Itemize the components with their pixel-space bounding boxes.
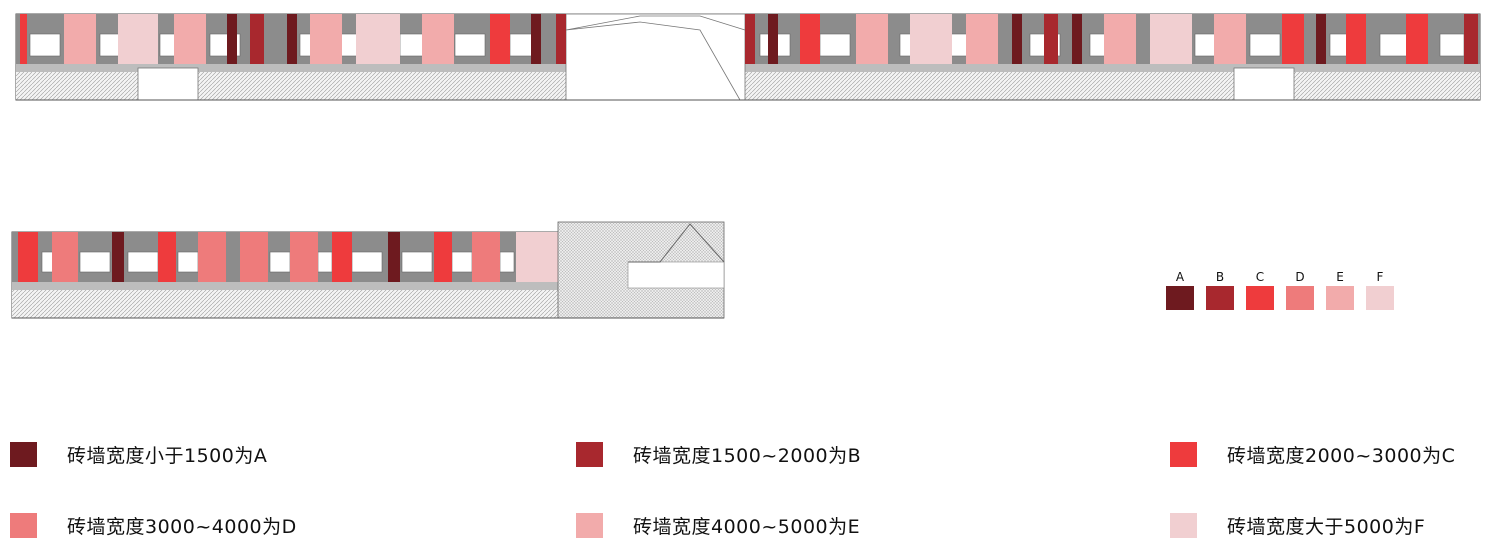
swatch-key: A B C D E F [1166, 270, 1394, 310]
swatch-d: D [1286, 270, 1314, 310]
legend-swatch [1170, 513, 1197, 538]
swatch-color [1246, 286, 1274, 310]
legend-item-b: 砖墙宽度1500~2000为B [576, 441, 861, 468]
legend-label: 砖墙宽度大于5000为F [1227, 516, 1426, 538]
legend-item-d: 砖墙宽度3000~4000为D [10, 512, 297, 539]
swatch-b: B [1206, 270, 1234, 310]
swatch-letter: D [1295, 270, 1305, 284]
legend-label: 砖墙宽度1500~2000为B [633, 445, 862, 467]
swatch-letter: B [1215, 270, 1225, 284]
legend-swatch [576, 513, 603, 538]
legend-item-e: 砖墙宽度4000~5000为E [576, 512, 860, 539]
legend-item-f: 砖墙宽度大于5000为F [1170, 512, 1425, 539]
swatch-color [1166, 286, 1194, 310]
bottom-elevation [11, 221, 725, 319]
swatch-letter: A [1175, 270, 1185, 284]
swatch-letter: E [1336, 270, 1344, 284]
facade-elevation-drawing [11, 13, 1481, 319]
swatch-c: C [1246, 270, 1274, 310]
swatch-letter: F [1376, 270, 1384, 284]
swatch-color [1286, 286, 1314, 310]
legend-swatch [576, 442, 603, 467]
legend-swatch [10, 513, 37, 538]
legend-swatch [10, 442, 37, 467]
swatch-f: F [1366, 270, 1394, 310]
legend-item-c: 砖墙宽度2000~3000为C [1170, 441, 1455, 468]
legend-label: 砖墙宽度3000~4000为D [67, 516, 297, 538]
legend-swatch [1170, 442, 1197, 467]
legend-item-a: 砖墙宽度小于1500为A [10, 441, 267, 468]
top-elevation [15, 13, 1481, 101]
swatch-e: E [1326, 270, 1354, 310]
swatch-color [1206, 286, 1234, 310]
swatch-letter: C [1255, 270, 1265, 284]
legend-label: 砖墙宽度小于1500为A [67, 445, 268, 467]
legend-label: 砖墙宽度4000~5000为E [633, 516, 861, 538]
swatch-color [1366, 286, 1394, 310]
swatch-a: A [1166, 270, 1194, 310]
legend-label: 砖墙宽度2000~3000为C [1227, 445, 1456, 467]
swatch-color [1326, 286, 1354, 310]
